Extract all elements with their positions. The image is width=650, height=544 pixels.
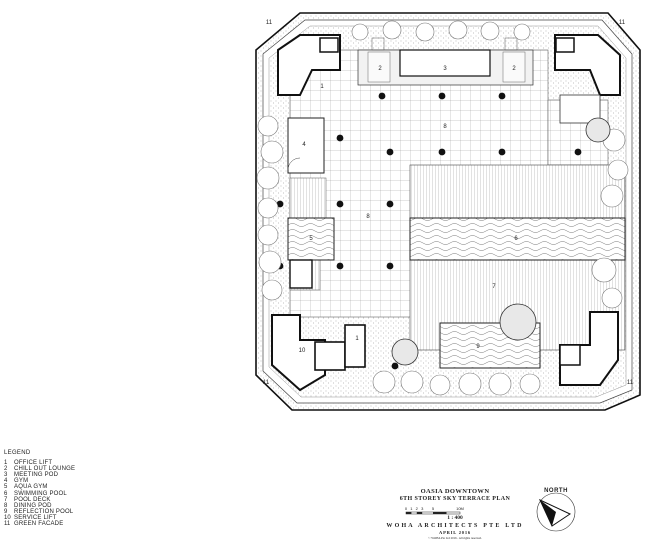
scale-tick-10: 10M [456, 506, 464, 511]
scale-tick-0: 0 [405, 506, 408, 511]
tree-canopies [256, 20, 629, 396]
room-label-green-facade-tr: 11 [619, 20, 626, 26]
room-label-lounge-left: 2 [378, 66, 382, 72]
title-block: OASIA DOWNTOWN 6TH STOREY SKY TERRACE PL… [380, 488, 530, 540]
room-label-green-facade-tl: 11 [266, 20, 273, 26]
scale-tick-2: 2 [416, 506, 419, 511]
core-bottom-right [559, 311, 619, 386]
room-label-aqua-gym: 5 [309, 236, 313, 242]
scale-tick-5: 5 [432, 506, 435, 511]
room-label-meeting-pod: 3 [443, 66, 447, 72]
project-title: OASIA DOWNTOWN [420, 488, 490, 495]
scale-tick-3: 3 [421, 506, 424, 511]
copyright-note: © WOHA Pte Ltd 2016 . All rights reserve… [428, 536, 482, 540]
room-label-dining-pod-top: 8 [443, 124, 447, 130]
drawing-date: APRIL 2016 [439, 530, 471, 535]
scale-bar: 0 1 2 3 5 10M [405, 506, 464, 515]
room-label-office-lift-bottom: 1 [355, 336, 359, 342]
aqua-gym-pool [287, 217, 335, 261]
swimming-pool [409, 217, 626, 261]
column-dots [276, 92, 582, 370]
drawing-title: 6TH STOREY SKY TERRACE PLAN [399, 496, 511, 502]
scale-tick-1: 1 [410, 506, 413, 511]
room-label-service-lift: 10 [299, 348, 306, 354]
legend-title: LEGEND [4, 450, 31, 456]
room-label-dining-pod: 8 [366, 214, 370, 220]
room-label-lounge-right: 2 [512, 66, 516, 72]
meeting-pod [399, 49, 491, 77]
room-label-pool-deck: 7 [492, 284, 496, 290]
room-label-swimming-pool: 6 [514, 236, 518, 242]
room-label-reflection-pool: 9 [476, 344, 480, 350]
gym [287, 117, 325, 174]
north-label: NORTH [544, 488, 568, 494]
scale-ratio: 1 : 400 [447, 515, 463, 521]
room-label-office-lift-top: 1 [320, 84, 324, 90]
service-lift [314, 341, 346, 371]
feature-trees [391, 117, 611, 366]
room-label-gym: 4 [302, 142, 306, 148]
room-label-green-facade-bl: 11 [263, 380, 270, 386]
firm-name: WOHA ARCHITECTS PTE LTD [386, 523, 524, 529]
north-arrow-icon [536, 492, 576, 532]
room-label-green-facade-br: 11 [627, 380, 634, 386]
